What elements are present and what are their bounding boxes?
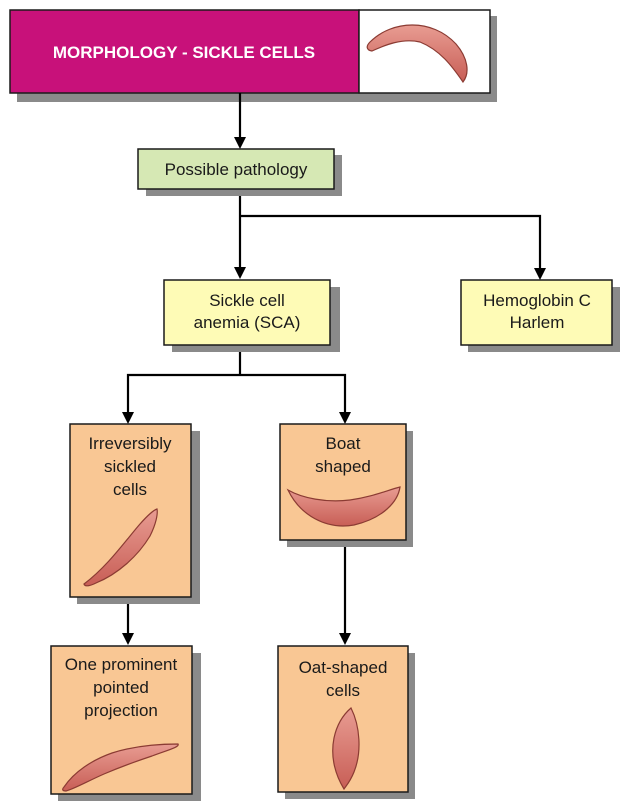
irreversibly-sickled-cell-image [83,508,158,587]
title-image-box [358,9,491,94]
prominent-label-line-3: projection [84,701,158,720]
node-oat-shaped-cells: Oat-shaped cells [277,645,415,799]
node-boat-shaped: Boat shaped [279,423,413,547]
arrowhead [122,633,134,645]
irreversible-label-line-2: sickled [104,457,156,476]
irreversible-label-line-3: cells [113,480,147,499]
node-hemoglobin-c-harlem: Hemoglobin C Harlem [460,279,620,352]
connectors [122,93,546,645]
node-one-prominent-pointed-projection: One prominent pointed projection [50,645,201,801]
oat-label-line-1: Oat-shaped [299,658,388,677]
pointed-projection-cell-image [62,743,179,792]
sca-label-line-2: anemia (SCA) [194,313,301,332]
arrowhead [122,412,134,424]
boat-label-line-1: Boat [326,434,361,453]
arrowhead [339,412,351,424]
boat-label-line-2: shaped [315,457,371,476]
arrowhead [234,267,246,279]
title-header: MORPHOLOGY - SICKLE CELLS [9,9,497,102]
title-magenta-box [9,9,360,94]
prominent-label-line-1: One prominent [65,655,178,674]
hbc-label-line-2: Harlem [510,313,565,332]
sca-label-line-1: Sickle cell [209,291,285,310]
boat-shaped-cell-image [286,486,401,527]
irreversible-label-line-1: Irreversibly [88,434,172,453]
diagram-title: MORPHOLOGY - SICKLE CELLS [53,43,315,62]
connector-pathology-to-hbc [240,214,542,270]
arrowhead [534,268,546,280]
hbc-label-line-1: Hemoglobin C [483,291,591,310]
arrowhead [234,137,246,149]
prominent-label-line-2: pointed [93,678,149,697]
oat-shaped-cell-image [332,707,360,791]
possible-pathology-label: Possible pathology [165,160,308,179]
sickle-cell-icon [366,24,468,84]
node-sickle-cell-anemia: Sickle cell anemia (SCA) [163,279,340,352]
oat-label-line-2: cells [326,681,360,700]
node-possible-pathology: Possible pathology [137,148,342,196]
arrowhead [339,633,351,645]
connector-sca-to-variants [126,373,347,415]
node-irreversibly-sickled-cells: Irreversibly sickled cells [69,423,200,604]
